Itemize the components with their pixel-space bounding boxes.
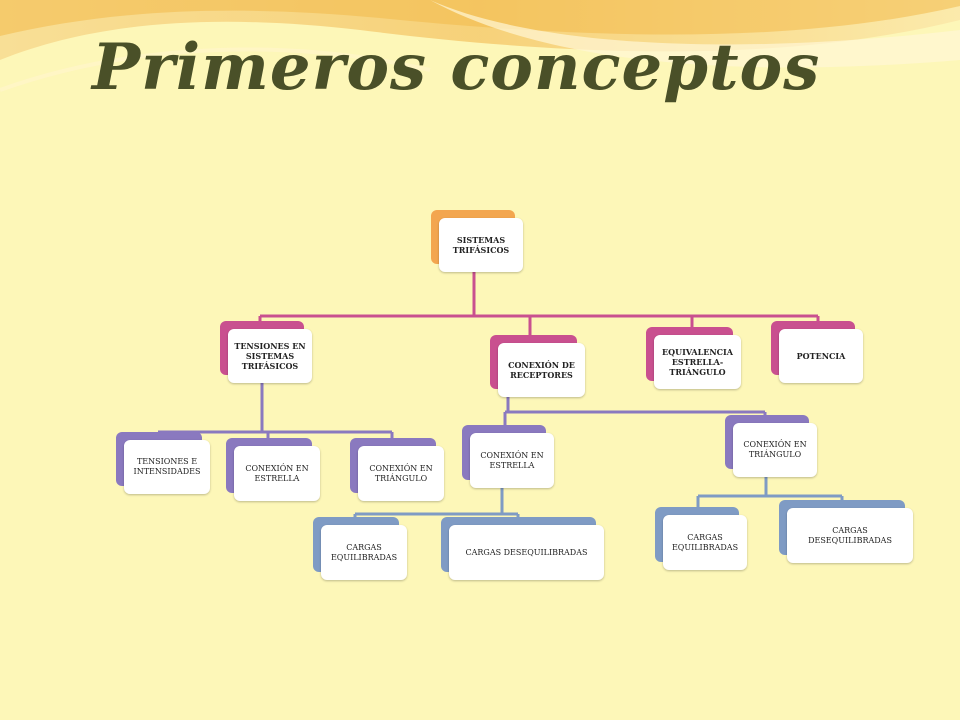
node-ts-conexion-estrella: CONEXIÓN EN ESTRELLA — [226, 438, 320, 501]
node-triangulo-cargas-equilibradas: CARGAS EQUILIBRADAS — [655, 507, 747, 570]
slide-title: Primeros conceptos — [92, 30, 821, 105]
node-sistemas-trifasicos: SISTEMAS TRIFÁSICOS — [431, 210, 523, 272]
connector-receptores-children — [503, 397, 767, 430]
node-tensiones-sistemas-trifasicos: TENSIONES EN SISTEMAS TRIFÁSICOS — [220, 321, 312, 383]
node-cr-conexion-estrella: CONEXIÓN EN ESTRELLA — [462, 425, 554, 488]
node-estrella-cargas-equilibradas: CARGAS EQUILIBRADAS — [313, 517, 407, 580]
node-potencia: POTENCIA — [771, 321, 863, 383]
connector-estrella-cargas — [353, 488, 520, 522]
connector-triangulo-cargas — [696, 476, 844, 510]
node-tensiones-intensidades: TENSIONES E INTENSIDADES — [116, 432, 210, 494]
node-cr-conexion-triangulo: CONEXIÓN EN TRIÁNGULO — [725, 415, 817, 477]
node-ts-conexion-triangulo: CONEXIÓN EN TRIÁNGULO — [350, 438, 444, 501]
node-conexion-receptores: CONEXIÓN DE RECEPTORES — [490, 335, 585, 397]
node-equivalencia-estrella-triangulo: EQUIVALENCIA ESTRELLA-TRIÁNGULO — [646, 327, 741, 389]
node-estrella-cargas-desequilibradas: CARGAS DESEQUILIBRADAS — [441, 517, 604, 580]
node-triangulo-cargas-desequilibradas: CARGAS DESEQUILIBRADAS — [779, 500, 913, 563]
